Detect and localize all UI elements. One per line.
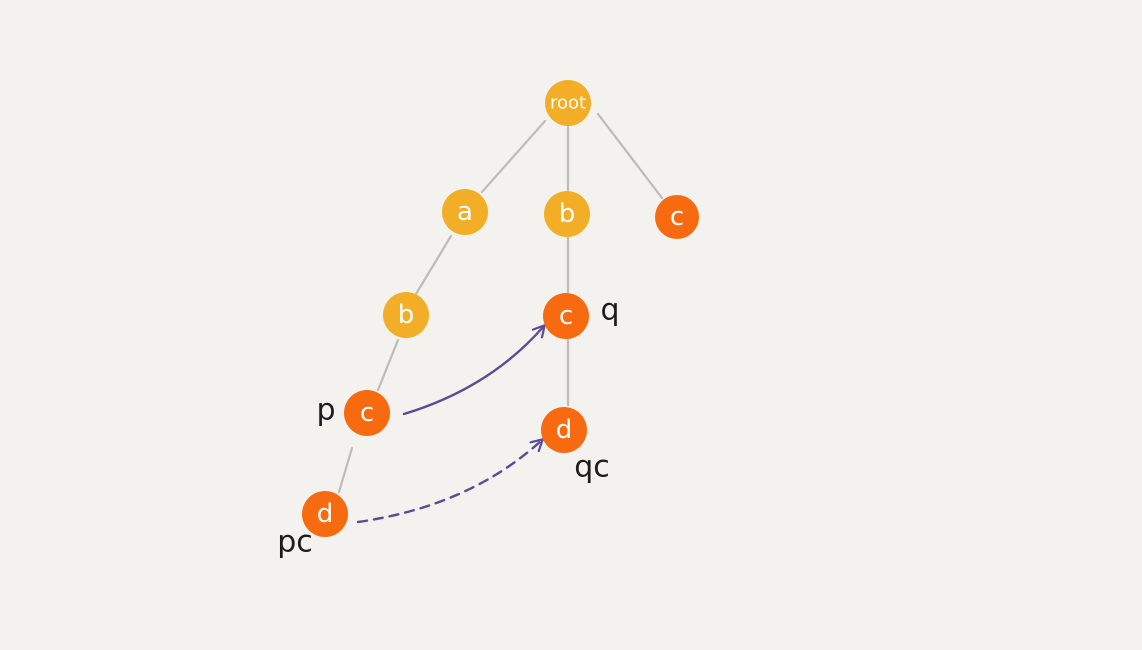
failure-pointer-p-to-q [402,326,544,416]
annotation-pc: pc [277,525,313,560]
node-c-q-circle [543,293,589,339]
node-c-p-circle [344,390,390,436]
failure-pointer-pc-to-qc [356,440,542,524]
node-d-pc-label: d [317,499,334,529]
node-root-label: root [550,93,586,114]
node-b-mid: b [544,191,590,237]
node-a: a [442,189,488,235]
annotation-p: p [316,393,335,428]
node-b-mid-label: b [559,199,576,229]
node-b-left: b [383,292,429,338]
annotation-qc: qc [574,450,610,485]
edge-c-d-pc [337,446,354,494]
node-c-q-label: c [559,301,573,331]
edge-root-c [596,112,664,200]
edge-b-c-p [376,338,400,392]
node-d-q: d [541,407,587,453]
node-root-circle [545,80,591,126]
node-b-left-label: b [398,300,415,330]
node-a-circle [442,189,488,235]
node-d-q-circle [541,407,587,453]
node-c-right-circle [655,195,699,239]
edge-root-a [480,119,547,194]
edge-a-b [414,234,453,296]
node-c-right-label: c [670,202,684,232]
node-c-p: c [344,390,390,436]
node-c-right: c [655,195,699,239]
annotation-q: q [600,293,619,328]
node-b-left-circle [383,292,429,338]
node-root: root [545,80,591,126]
node-c-p-label: c [360,398,374,428]
node-a-label: a [457,197,473,227]
node-d-pc-circle [302,491,348,537]
node-d-q-label: d [556,415,573,445]
node-d-pc: d [302,491,348,537]
node-b-mid-circle [544,191,590,237]
node-c-q: c [543,293,589,339]
